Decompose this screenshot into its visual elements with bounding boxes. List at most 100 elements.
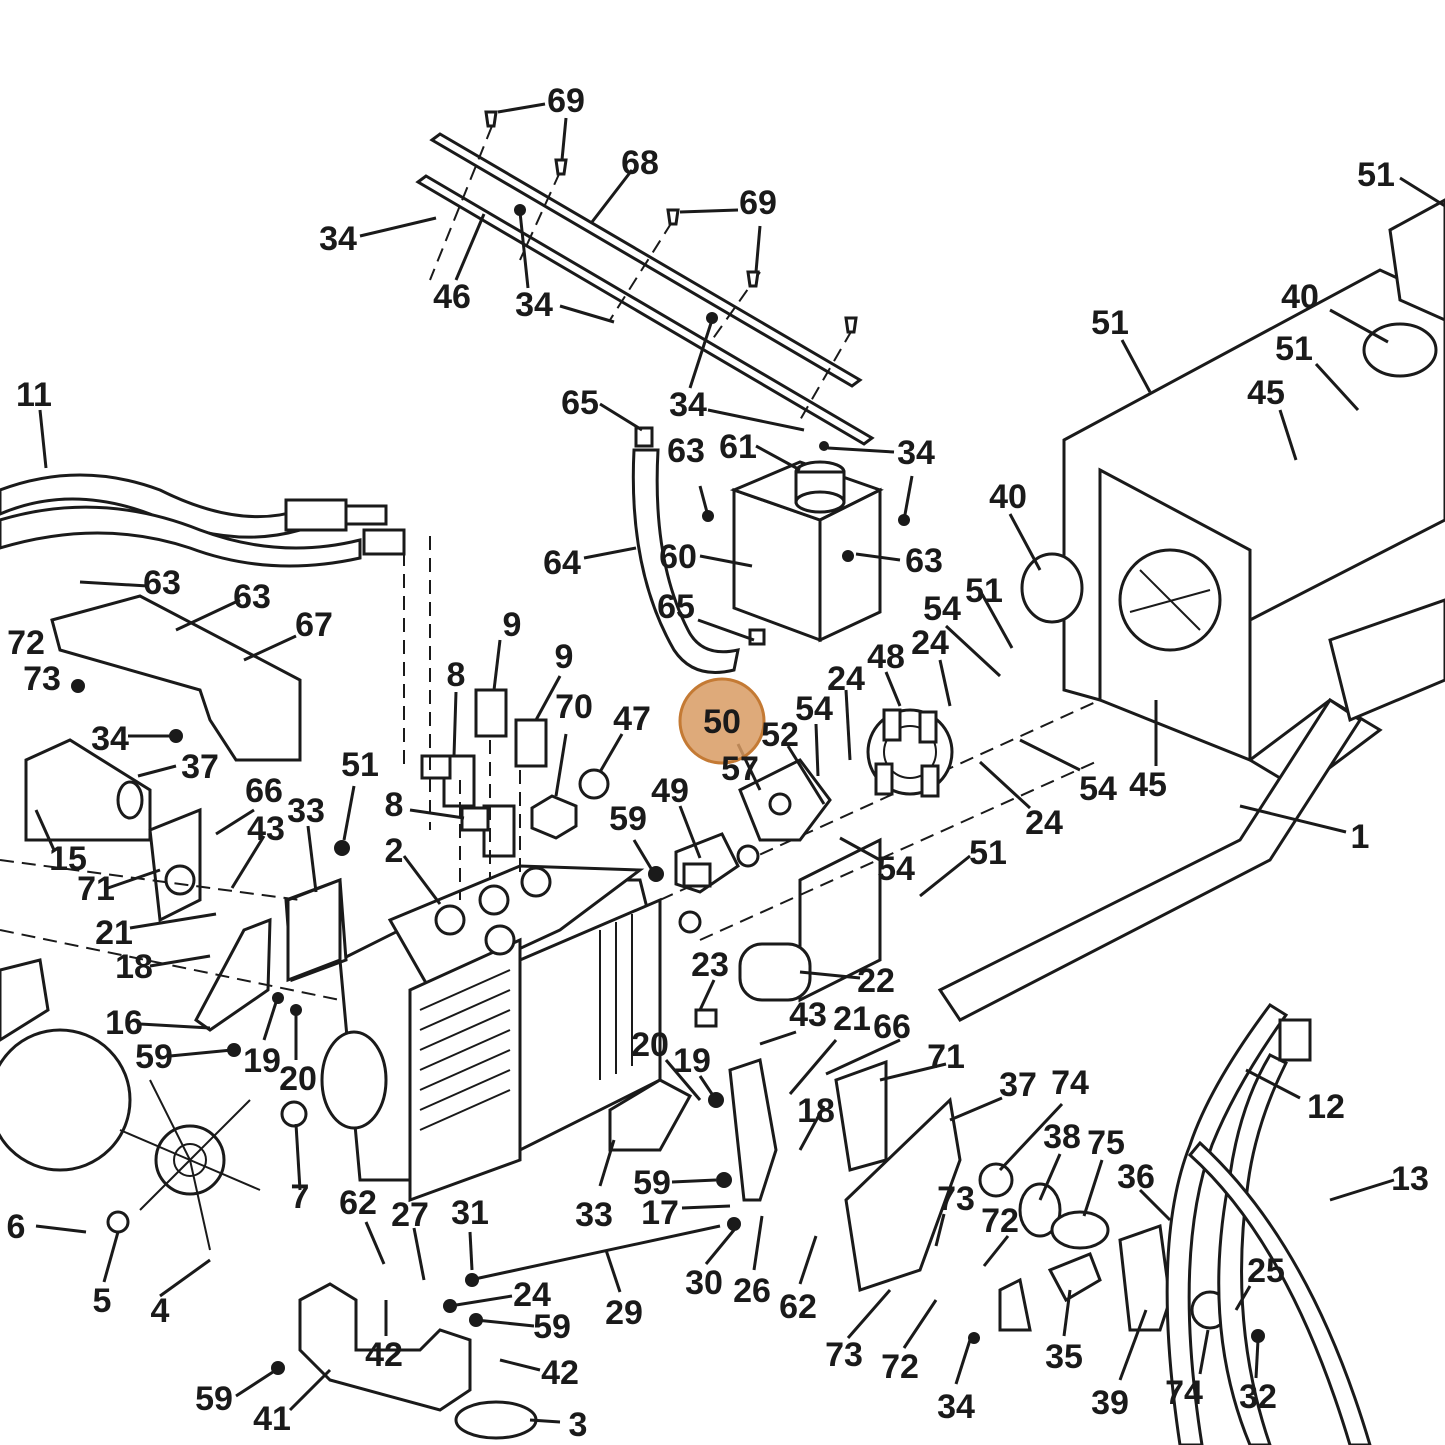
part-label: 9 (555, 638, 574, 676)
part-label: 37 (999, 1066, 1037, 1104)
part-label: 72 (981, 1202, 1019, 1240)
part-label: 1 (1351, 818, 1370, 856)
part-label: 71 (927, 1038, 965, 1076)
highlighted-callout-50[interactable]: 50 (678, 677, 766, 765)
part-label: 18 (797, 1092, 835, 1130)
part-label: 17 (641, 1194, 679, 1232)
part-label: 20 (631, 1026, 669, 1064)
part-label: 19 (673, 1042, 711, 1080)
part-label: 11 (16, 376, 52, 414)
part-label: 4 (151, 1292, 170, 1330)
part-label: 62 (339, 1184, 377, 1222)
part-label: 3 (569, 1406, 588, 1444)
part-label: 18 (115, 948, 153, 986)
part-label: 39 (1091, 1384, 1129, 1422)
part-label: 60 (659, 538, 697, 576)
part-labels: 69 68 69 34 46 34 34 65 63 61 34 64 60 6… (7, 82, 1429, 1444)
part-label: 51 (341, 746, 379, 784)
hoses-12-13 (1165, 1002, 1372, 1445)
part-label: 54 (923, 590, 961, 628)
part-label: 51 (1091, 304, 1129, 342)
part-label: 40 (989, 478, 1027, 516)
part-label: 21 (833, 1000, 871, 1038)
part-label: 63 (233, 578, 271, 616)
part-label: 35 (1045, 1338, 1083, 1376)
part-label: 26 (733, 1272, 771, 1310)
part-label: 34 (937, 1388, 975, 1426)
part-label: 21 (95, 914, 133, 952)
part-label: 30 (685, 1264, 723, 1302)
part-label: 43 (789, 996, 827, 1034)
part-label: 37 (181, 748, 219, 786)
part-label: 34 (897, 434, 935, 472)
lower-brackets (271, 942, 1265, 1412)
part-label: 63 (667, 432, 705, 470)
part-label: 65 (561, 384, 599, 422)
part-label: 9 (503, 606, 522, 644)
left-brackets (0, 594, 342, 1057)
part-label: 59 (195, 1380, 233, 1418)
part-label: 73 (937, 1180, 975, 1218)
part-label: 51 (1357, 156, 1395, 194)
part-label: 40 (1281, 278, 1319, 316)
part-label: 54 (1079, 770, 1117, 808)
part-label: 45 (1129, 766, 1167, 804)
part-label: 74 (1165, 1374, 1203, 1412)
part-label: 57 (721, 750, 759, 788)
part-label: 12 (1307, 1088, 1345, 1126)
part-label: 42 (365, 1336, 403, 1374)
part-label: 20 (279, 1060, 317, 1098)
part-label: 38 (1043, 1118, 1081, 1156)
part-label: 32 (1239, 1378, 1277, 1416)
part-label: 73 (23, 660, 61, 698)
part-label: 8 (385, 786, 404, 824)
hose-11 (0, 473, 406, 568)
top-rail-assembly (415, 110, 875, 451)
part-label: 7 (291, 1178, 310, 1216)
part-label: 51 (1275, 330, 1313, 368)
part-label: 69 (739, 184, 777, 222)
part-label: 52 (761, 716, 799, 754)
highlight-circle[interactable] (678, 677, 766, 765)
part-label: 75 (1087, 1124, 1125, 1162)
part-label: 41 (253, 1400, 291, 1438)
part-label: 51 (969, 834, 1007, 872)
part-label: 33 (287, 792, 325, 830)
part-label: 49 (651, 772, 689, 810)
part-label: 29 (605, 1294, 643, 1332)
part-label: 45 (1247, 374, 1285, 412)
part-label: 70 (555, 688, 593, 726)
part-label: 69 (547, 82, 585, 120)
cooling-fins (419, 914, 633, 1131)
part-label: 66 (873, 1008, 911, 1046)
part-label: 5 (93, 1282, 112, 1320)
part-label: 34 (669, 386, 707, 424)
part-label: 6 (7, 1208, 26, 1246)
part-label: 15 (49, 840, 87, 878)
fittings (334, 530, 664, 900)
part-label: 71 (77, 870, 115, 908)
part-label: 63 (143, 564, 181, 602)
part-label: 23 (691, 946, 729, 984)
reservoir-assembly (631, 426, 910, 674)
part-label: 22 (857, 962, 895, 1000)
part-label: 74 (1051, 1064, 1089, 1102)
part-label: 51 (965, 572, 1003, 610)
part-label: 59 (633, 1164, 671, 1202)
part-label: 13 (1391, 1160, 1429, 1198)
part-label: 24 (827, 660, 865, 698)
highlight-label[interactable]: 50 (703, 703, 741, 741)
part-label: 31 (451, 1194, 489, 1232)
part-label: 34 (515, 286, 553, 324)
part-label: 24 (1025, 804, 1063, 842)
part-label: 73 (825, 1336, 863, 1374)
part-label: 72 (881, 1348, 919, 1386)
motor-and-fan (0, 958, 538, 1440)
part-label: 46 (433, 278, 471, 316)
part-label: 24 (911, 624, 949, 662)
part-label: 24 (513, 1276, 551, 1314)
part-label: 47 (613, 700, 651, 738)
part-label: 59 (533, 1308, 571, 1346)
part-label: 34 (91, 720, 129, 758)
